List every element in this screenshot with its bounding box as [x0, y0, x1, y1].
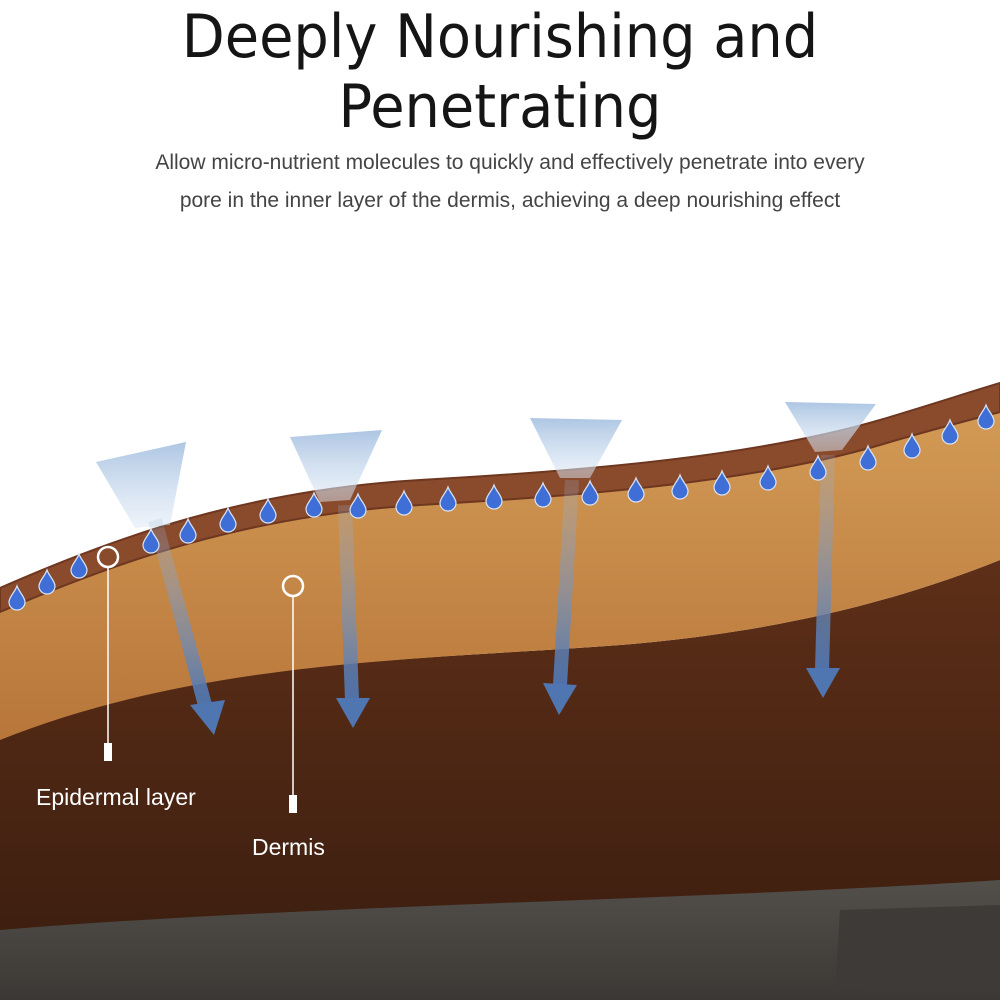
down-arrow-icon — [336, 504, 370, 728]
epidermal-layer-label: Epidermal layer — [36, 784, 196, 810]
water-drop-icon — [809, 454, 827, 481]
description-line-2: pore in the inner layer of the dermis, a… — [179, 189, 841, 212]
heel-block — [835, 905, 1000, 990]
water-drop-icon — [759, 464, 777, 491]
water-drop-icon — [70, 552, 88, 579]
suede-layer — [0, 412, 1000, 740]
water-drop-icon — [581, 479, 599, 506]
water-drop-icon — [903, 432, 921, 459]
penetration-beams — [96, 402, 876, 528]
water-drop-icon — [349, 492, 367, 519]
down-arrow-icon — [806, 454, 840, 698]
inner-layer — [0, 560, 1000, 930]
water-drop-icon — [259, 497, 277, 524]
water-drop-icon — [713, 469, 731, 496]
water-drop-icon — [485, 483, 503, 510]
callout-dermis — [281, 574, 305, 813]
water-drop-icon — [977, 403, 995, 430]
water-drop-icon — [305, 491, 323, 518]
water-drop-icon — [941, 418, 959, 445]
beam-1 — [96, 442, 186, 528]
water-drop-icon — [439, 485, 457, 512]
dermis-label: Dermis — [252, 834, 325, 860]
down-arrow-icon — [543, 479, 579, 715]
description-line-1: Allow micro-nutrient molecules to quickl… — [155, 151, 865, 174]
water-drop-icon — [179, 517, 197, 544]
callout-epidermal — [96, 545, 120, 761]
water-drop-icon — [534, 481, 552, 508]
water-drop-icon — [8, 584, 26, 611]
water-drop-icon — [395, 489, 413, 516]
water-drop-icon — [38, 568, 56, 595]
water-drop-icon — [859, 444, 877, 471]
water-drop-icon — [219, 506, 237, 533]
penetration-arrows — [148, 454, 840, 735]
water-drop-icon — [142, 527, 160, 554]
description: Allow micro-nutrient molecules to quickl… — [60, 144, 960, 220]
down-arrow-icon — [148, 518, 225, 735]
water-drop-icon — [627, 476, 645, 503]
beam-3 — [530, 418, 622, 478]
page-title: Deeply Nourishing and Penetrating — [181, 2, 819, 142]
beam-4 — [785, 402, 876, 452]
beam-2 — [290, 430, 382, 502]
water-drops — [8, 403, 995, 611]
water-drop-icon — [671, 473, 689, 500]
